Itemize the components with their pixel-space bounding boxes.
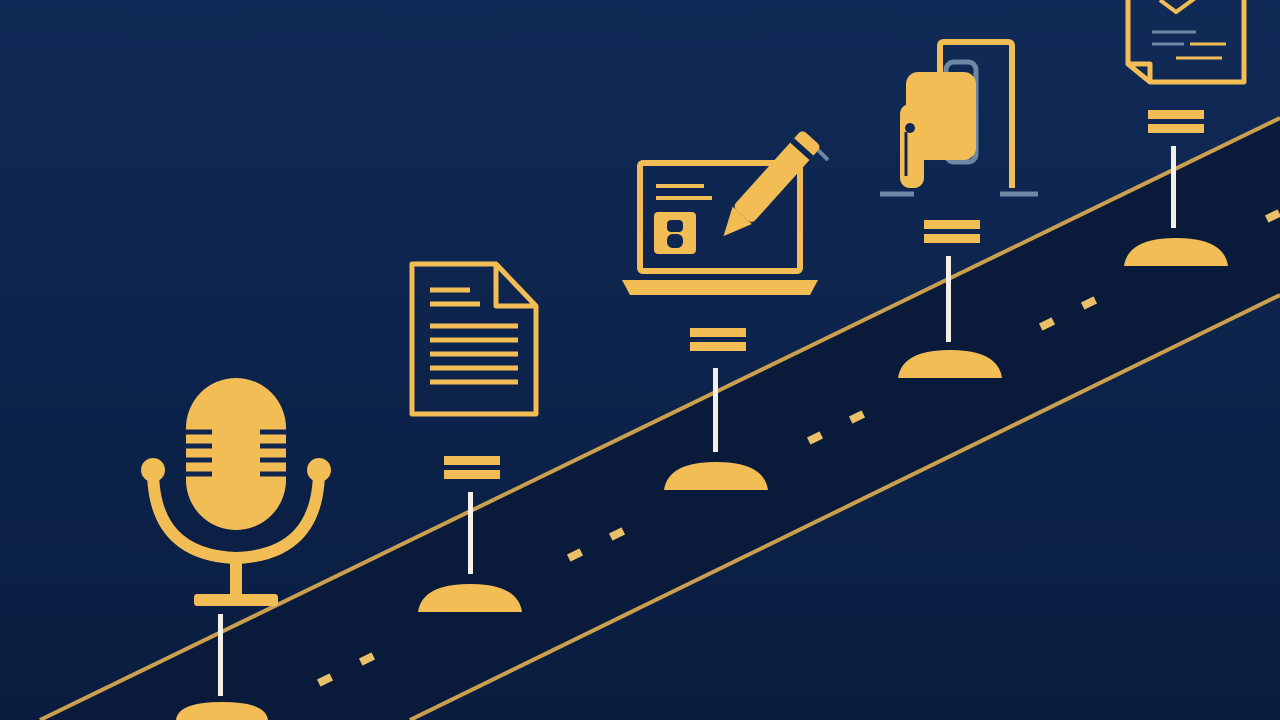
road-dash [566,548,584,562]
road-dash [848,410,866,424]
road-center-dashes [316,209,1280,687]
milestone-stem [1171,146,1176,228]
road-dash [316,673,334,687]
laptop-pen-icon [622,131,830,295]
road-dash [608,527,626,541]
road-dash [1264,209,1280,223]
milestone-2 [409,261,539,612]
road-dash [358,652,376,666]
milestone-marker-bar [1148,124,1204,133]
milestone-base [176,702,268,720]
milestone-marker-bar [1148,110,1204,119]
microphone-icon [141,378,331,606]
milestone-3 [622,131,830,490]
road-lower-edge [409,293,1280,720]
road-dash [1038,317,1056,331]
road-dash [806,431,824,445]
edited-document-icon [1125,0,1247,85]
robot-arm-icon [880,39,1038,197]
milestone-marker-bar [444,456,500,465]
milestone-stem [946,256,951,342]
milestone-4 [880,39,1038,378]
milestone-stem [218,614,223,696]
road-upper-edge [39,116,1280,720]
milestone-base [1124,238,1228,266]
milestone-marker-bar [690,342,746,351]
milestone-base [418,584,522,612]
road-dash [1080,296,1098,310]
milestone-marker-bar [444,470,500,479]
milestone-5 [1124,0,1247,266]
milestone-marker-bar [924,220,980,229]
milestone-1 [141,378,331,720]
milestone-marker-bar [924,234,980,243]
milestone-base [898,350,1002,378]
milestone-marker-bar [690,328,746,337]
document-icon [409,261,539,417]
road [39,116,1280,720]
milestone-base [664,462,768,490]
milestone-stem [713,368,718,452]
milestone-stem [468,492,473,574]
